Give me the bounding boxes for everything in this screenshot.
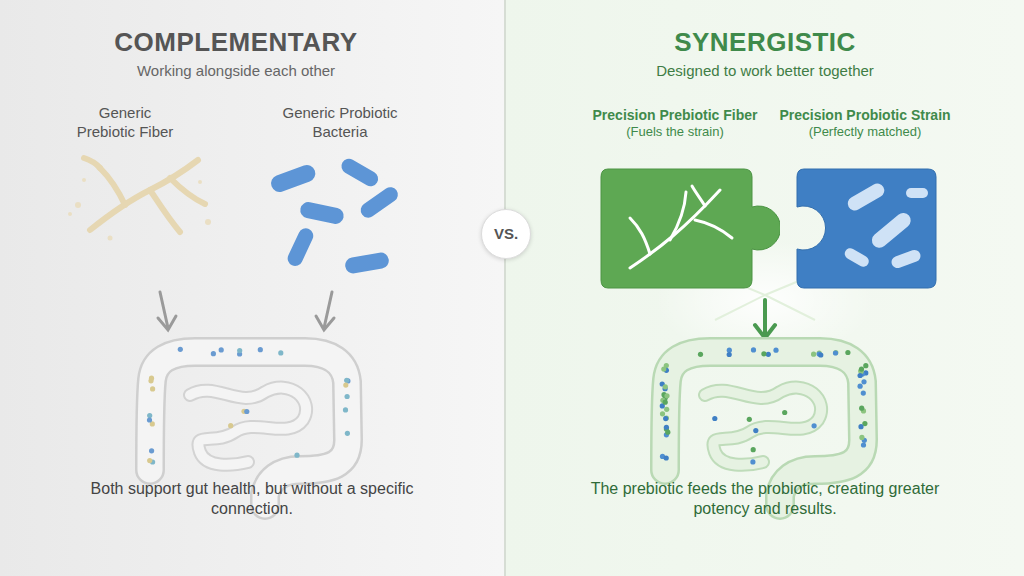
bacteria-dot — [861, 391, 866, 396]
bacteria-dot — [660, 411, 665, 416]
bacteria-dot — [661, 367, 666, 372]
bacteria-dot — [858, 424, 863, 429]
bacteria-dot — [294, 453, 299, 458]
bacteria-dot — [833, 350, 838, 355]
bacteria-dot — [345, 431, 350, 436]
bacteria-dot — [147, 417, 152, 422]
piece-note: (Fuels the strain) — [566, 124, 784, 141]
bacteria-dot — [751, 447, 756, 452]
fiber-strands — [84, 158, 205, 232]
piece-title: Precision Prebiotic Fiber — [566, 106, 784, 124]
panel-caption: Both support gut health, but without a s… — [87, 479, 417, 519]
bacteria-dot — [664, 416, 669, 421]
green-arrow — [755, 300, 775, 338]
bacteria-dot — [750, 459, 755, 464]
bacteria-dot — [863, 363, 868, 368]
bacteria-dot — [664, 407, 669, 412]
bacteria-dot — [150, 386, 155, 391]
panel-title: SYNERGISTIC — [525, 26, 1005, 59]
bacteria-dot — [861, 442, 866, 447]
bacteria-dot — [859, 406, 864, 411]
bacteria-dot — [147, 458, 152, 463]
bacteria-dot — [663, 416, 668, 421]
bacteria-dot — [664, 393, 669, 398]
bacteria-dot — [766, 352, 771, 357]
grey-arrows — [158, 292, 334, 330]
bacteria-dot — [845, 350, 850, 355]
bacteria-dot — [244, 409, 249, 414]
piece-title: Precision Probiotic Strain — [756, 106, 974, 124]
item-label: Generic Probiotic Bacteria — [280, 104, 400, 142]
bacteria-dot — [773, 348, 778, 353]
bacteria-dot — [665, 430, 670, 435]
bacteria-dot — [343, 383, 348, 388]
bacteria-dot — [178, 347, 183, 352]
bacteria-dot — [812, 423, 817, 428]
bacteria-dot — [861, 379, 866, 384]
panel-subtitle: Working alongside each other — [6, 62, 466, 81]
bacteria-dot — [712, 416, 717, 421]
bacteria-dot — [228, 423, 233, 428]
bacteria-dot — [858, 373, 863, 378]
bacteria-dot — [664, 455, 669, 460]
bacteria-dot — [811, 352, 816, 357]
bacteria-dot — [859, 435, 864, 440]
bacteria-dot — [343, 407, 348, 412]
vs-text: VS. — [494, 224, 518, 244]
bacteria-dot — [698, 352, 703, 357]
bacteria-dot — [753, 428, 758, 433]
bacteria-dot — [859, 367, 864, 372]
prebiotic-piece: Precision Prebiotic Fiber(Fuels the stra… — [566, 106, 784, 292]
bacteria-dot — [747, 417, 752, 422]
bacteria-dot — [278, 350, 283, 355]
probiotic-piece: Precision Probiotic Strain(Perfectly mat… — [756, 106, 974, 292]
bacteria-dot — [149, 376, 154, 381]
bacteria-dot — [664, 425, 669, 430]
piece-note: (Perfectly matched) — [756, 124, 974, 141]
puzzle-piece-blue — [796, 168, 976, 290]
bacteria-dot — [761, 351, 766, 356]
bacteria-dot — [858, 384, 863, 389]
puzzle-piece-green — [600, 168, 780, 290]
divider — [504, 0, 506, 576]
bacteria-dot — [237, 348, 242, 353]
bacteria-dot — [663, 384, 668, 389]
gut-dots — [147, 347, 351, 465]
bacteria-dot — [211, 351, 216, 356]
bacteria-dot — [344, 378, 349, 383]
vs-circle: VS. — [481, 209, 531, 259]
panel-title: COMPLEMENTARY — [6, 26, 466, 59]
bacteria-dot — [219, 347, 224, 352]
right-panel: SYNERGISTIC Designed to work better toget… — [506, 0, 1024, 576]
bacteria-dot — [727, 352, 732, 357]
panel-caption: The prebiotic feeds the probiotic, creat… — [580, 479, 950, 519]
bacteria-dot — [782, 410, 787, 415]
bacteria — [269, 156, 401, 275]
bacteria-dot — [833, 350, 838, 355]
bacteria-dot — [818, 352, 823, 357]
left-panel: COMPLEMENTARY Working alongside each othe… — [0, 0, 504, 576]
gut-dots-green — [660, 347, 869, 464]
item-label: Generic Prebiotic Fiber — [73, 104, 178, 142]
bacteria-dot — [751, 347, 756, 352]
bacteria-dot — [345, 394, 350, 399]
bacteria-dot — [258, 347, 263, 352]
panel-subtitle: Designed to work better together — [525, 62, 1005, 81]
fiber-specks — [68, 178, 211, 241]
bacteria-dot — [149, 448, 154, 453]
bacteria-dot — [663, 400, 668, 405]
